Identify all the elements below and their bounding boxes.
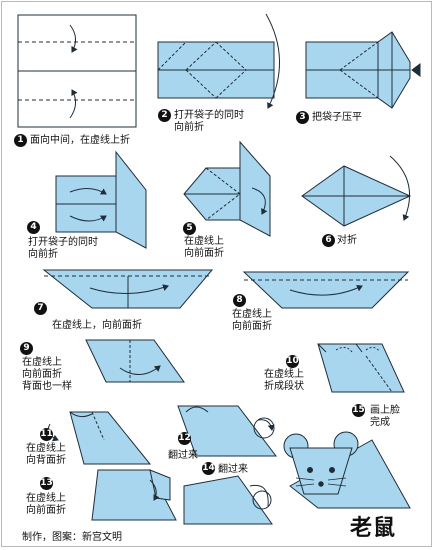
step5-figure: [183, 140, 271, 237]
step-number-badge: 2: [158, 109, 171, 122]
step12-figure: [177, 405, 278, 457]
step-caption: 在虚线上 向前面折: [232, 309, 272, 332]
step-number-badge: 1: [14, 134, 27, 147]
step-number-badge: 8: [233, 294, 246, 307]
step3-figure: [305, 31, 421, 109]
step-caption: 对折: [337, 235, 357, 246]
step10-figure: [317, 343, 405, 393]
step14-figure: [183, 475, 273, 525]
step-caption: 翻过来: [168, 450, 198, 461]
step7-figure: [42, 269, 214, 309]
step8-figure: [242, 271, 410, 309]
step-number-badge: 6: [322, 234, 335, 247]
step-caption: 在虚线上，向前面折: [52, 320, 142, 331]
step-number-badge: 13: [40, 477, 53, 490]
step15-mouse-figure: [283, 431, 411, 509]
step-caption: 在虚线上 向前面折: [184, 236, 224, 259]
step-caption: 打开袋子的同时 向前折: [174, 110, 244, 133]
step-caption: 面向中间，在虚线上折: [30, 135, 130, 146]
step2-figure: [157, 13, 280, 109]
step-number-badge: 12: [178, 432, 191, 445]
step-caption: 打开袋子的同时 向前折: [28, 237, 98, 260]
step6-figure: [301, 155, 412, 227]
credit-line: 制作，图案：新宫文明: [22, 532, 122, 543]
step-caption: 在虚线上 向前面折: [26, 493, 66, 516]
step13-figure: [91, 469, 177, 521]
step-number-badge: 10: [286, 355, 299, 368]
step-caption: 翻过来: [218, 464, 248, 475]
step-number-badge: 15: [352, 404, 365, 417]
step4-figure: [55, 150, 147, 249]
step-number-badge: 3: [296, 111, 309, 124]
step-number-badge: 9: [20, 342, 33, 355]
step-number-badge: 5: [183, 222, 196, 235]
step-caption: 在虚线上 向前面折 背面也一样: [22, 357, 72, 392]
step-caption: 在虚线上 折成段状: [264, 369, 304, 392]
step-number-badge: 7: [34, 302, 47, 315]
step9-figure: [85, 339, 185, 383]
step1-figure: [17, 14, 137, 128]
step-caption: 把袋子压平: [312, 112, 362, 123]
step-number-badge: 11: [40, 428, 53, 441]
page-title: 老鼠: [350, 516, 397, 541]
step-caption: 画上脸 完成: [370, 405, 400, 428]
step-number-badge: 14: [202, 462, 215, 475]
step-caption: 在虚线上 向背面折: [26, 443, 66, 466]
step-number-badge: 4: [27, 221, 40, 234]
